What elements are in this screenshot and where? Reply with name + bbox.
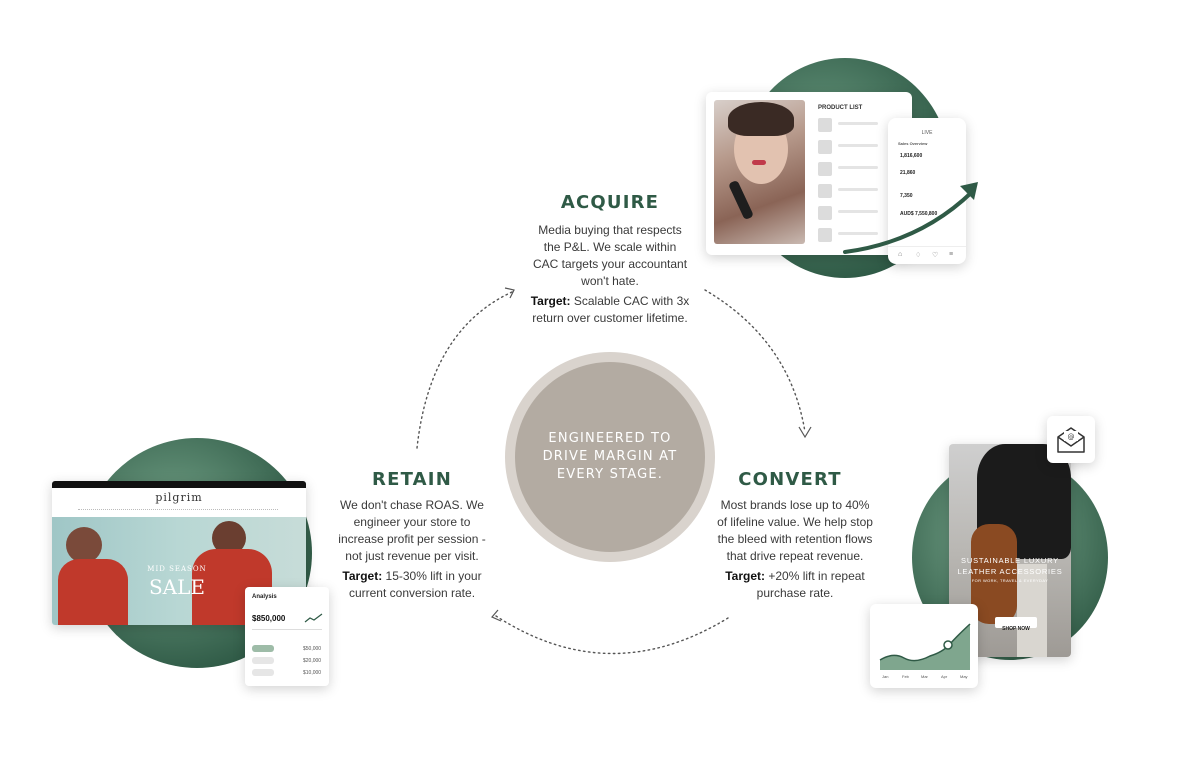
phone-header: LIVE [921,130,933,136]
month-3: Mar [921,674,928,679]
convert-title: CONVERT [738,469,842,490]
home-icon: ⌂ [898,251,903,258]
month-5: May [960,674,968,679]
analysis-card: Analysis $850,000 $50,000 $20,000 $10,00… [245,587,329,686]
center-circle [515,362,705,552]
stat-1: 1,816,600 [900,153,923,159]
promo-line-2: LEATHER ACCESSORIES [957,567,1063,576]
analysis-title: Analysis [252,594,277,600]
analysis-row-2: $20,000 [303,658,322,664]
analysis-row-3: $10,000 [303,670,322,676]
acquire-title: ACQUIRE [560,192,660,213]
heart-icon: ♡ [932,252,939,259]
revenue-chart-card: Jan Feb Mar Apr May [870,604,978,688]
retain-title: RETAIN [372,469,452,490]
mini-trend-icon [304,613,323,623]
phone-subheader: Sales Overview [898,141,928,146]
svg-text:@: @ [1068,433,1075,441]
shop-now-button[interactable]: SHOP NOW [995,617,1037,632]
email-card: @ [1047,416,1095,463]
retain-body: We don't chase ROAS. We engineer your st… [338,498,486,563]
analysis-row-1: $50,000 [303,646,322,652]
acquire-target: Target: Scalable CAC with 3x return over… [530,294,690,325]
product-list-card: PRODUCT LIST [706,92,912,255]
email-icon: @ [1057,427,1085,453]
promo-line-3: FOR WORK, TRAVEL & EVERYDAY [971,578,1049,583]
stat-4: AUD$ 7,550,800 [900,211,938,217]
acquire-body: Media buying that respects the P&L. We s… [532,223,688,288]
analysis-value: $850,000 [252,614,286,623]
pilgrim-logo: pilgrim [155,491,203,504]
month-2: Feb [902,674,909,679]
retain-target: Target: 15-30% lift in your current conv… [342,569,482,600]
sale-top-text: MID SEASON [147,565,207,573]
month-4: Apr [941,674,948,679]
sale-main-text: SALE [148,575,206,599]
model-photo [714,100,805,244]
leather-promo-card: SUSTAINABLE LUXURY LEATHER ACCESSORIES F… [949,444,1071,657]
convert-body: Most brands lose up to 40% of lifeline v… [717,498,873,563]
convert-target: Target: +20% lift in repeat purchase rat… [725,569,865,600]
revenue-area-chart [879,623,971,670]
stat-2: 21,860 [900,170,916,176]
promo-line-1: SUSTAINABLE LUXURY [961,556,1059,565]
growth-arrow-icon [843,182,978,254]
center-text: ENGINEERED TO DRIVE MARGIN AT EVERY STAG… [542,431,678,482]
month-1: Jan [882,674,889,679]
bell-icon: ♢ [915,252,922,259]
product-list-label: PRODUCT LIST [818,105,863,111]
stat-3: 7,350 [900,193,913,199]
menu-icon: ≡ [949,251,954,258]
